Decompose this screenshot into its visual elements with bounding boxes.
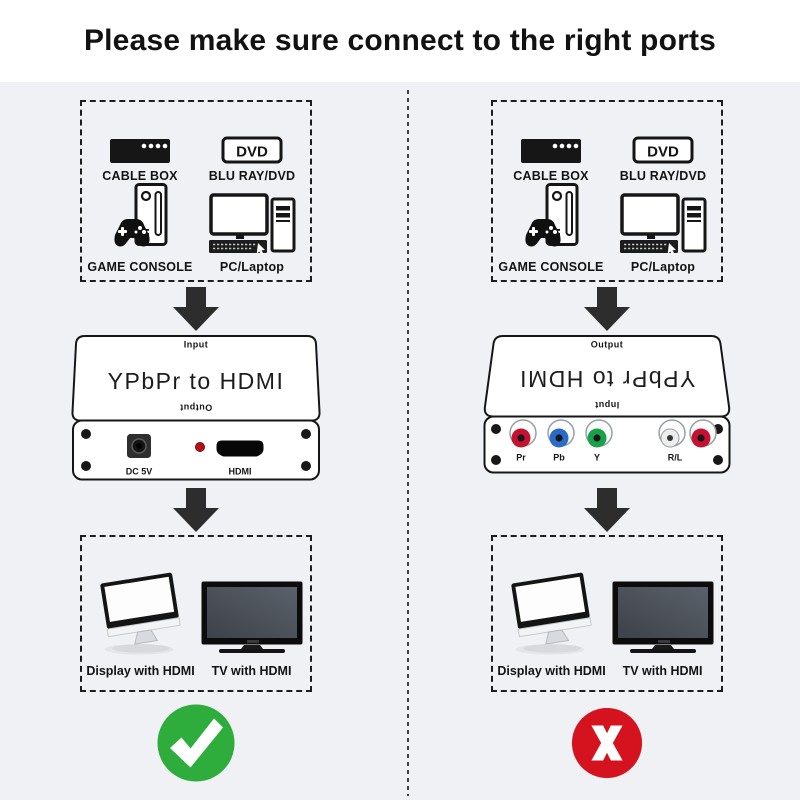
monitor-item: Display with HDMI: [496, 547, 607, 678]
correct-connection-column: CABLE BOX DVD BLU RAY/DVD: [30, 82, 362, 783]
verdict-correct: [156, 703, 236, 783]
screw: [491, 455, 501, 465]
screw: [301, 461, 311, 471]
port-label-pb: Pb: [553, 453, 565, 463]
converter-output-side-label: Output: [180, 403, 213, 413]
blu-ray-label: BLU RAY/DVD: [208, 169, 296, 183]
game-console-item: GAME CONSOLE: [84, 183, 196, 274]
content-area: CABLE BOX DVD BLU RAY/DVD: [0, 82, 800, 800]
cable-box-label: CABLE BOX: [102, 169, 178, 183]
pc-item: PC/Laptop: [607, 183, 719, 274]
display-devices-box: Display with HDMI TV with HDMI: [80, 535, 312, 692]
header: Please make sure connect to the right po…: [0, 0, 800, 82]
converter-name-upside-down: YPbPr to HDMI: [519, 366, 696, 392]
monitor-label: Display with HDMI: [497, 664, 606, 678]
converter-name: YPbPr to HDMI: [108, 368, 285, 394]
down-arrow-icon: [584, 488, 630, 532]
game-console-icon: [114, 183, 168, 247]
page-title: Please make sure connect to the right po…: [83, 24, 717, 57]
pc-icon: [620, 193, 707, 255]
gamepad-icon: [114, 219, 150, 247]
down-arrow-icon: [584, 287, 630, 331]
wrong-connection-column: CABLE BOX DVD BLU RAY/DVD: [441, 82, 773, 783]
screw: [491, 424, 501, 434]
source-devices-box: CABLE BOX DVD BLU RAY/DVD: [80, 100, 312, 282]
screw: [301, 429, 311, 439]
port-label-pr: Pr: [516, 453, 526, 463]
audio-port-left: [658, 419, 686, 448]
display-devices-box: Display with HDMI TV with HDMI: [491, 535, 723, 692]
screw: [81, 461, 91, 471]
tv-label: TV with HDMI: [622, 664, 703, 678]
dvd-player-icon: DVD: [632, 136, 694, 164]
cable-box-icon: [110, 139, 170, 163]
dc-label: DC 5V: [126, 467, 153, 477]
converter-input-side-label: Input: [184, 340, 209, 350]
down-arrow-icon: [173, 287, 219, 331]
power-led: [195, 442, 205, 452]
game-console-label: GAME CONSOLE: [87, 260, 193, 274]
dvd-item: DVD BLU RAY/DVD: [607, 110, 719, 183]
dc-power-jack: [127, 434, 151, 458]
port-label-rl: R/L: [668, 453, 683, 463]
converter-correct-orientation: Input YPbPr to HDMI Output DC 5V HDMI: [71, 335, 321, 481]
component-port-y: [585, 419, 613, 448]
monitor-label: Display with HDMI: [86, 664, 195, 678]
pc-item: PC/Laptop: [196, 183, 308, 274]
converter-input-side-label: Input: [595, 400, 620, 410]
cable-box-item: CABLE BOX: [495, 110, 607, 183]
hdmi-label: HDMI: [229, 467, 252, 477]
dvd-item: DVD BLU RAY/DVD: [196, 110, 308, 183]
cable-box-icon: [521, 139, 581, 163]
cable-box-item: CABLE BOX: [84, 110, 196, 183]
tv-item: TV with HDMI: [196, 547, 307, 678]
screw: [713, 455, 723, 465]
source-devices-box: CABLE BOX DVD BLU RAY/DVD: [491, 100, 723, 282]
svg-text:DVD: DVD: [647, 144, 679, 161]
converter-output-side-label: Output: [591, 340, 624, 350]
tv-icon: [612, 581, 713, 653]
imac-display-icon: [99, 572, 181, 655]
tv-icon: [201, 581, 302, 653]
pc-laptop-label: PC/Laptop: [219, 260, 285, 274]
tv-label: TV with HDMI: [211, 664, 292, 678]
dvd-player-icon: DVD: [221, 136, 283, 164]
svg-text:DVD: DVD: [236, 144, 268, 161]
gamepad-icon: [525, 219, 561, 247]
column-divider: [407, 90, 409, 796]
x-icon: [571, 707, 643, 779]
screw: [81, 429, 91, 439]
blu-ray-label: BLU RAY/DVD: [619, 169, 707, 183]
hdmi-port: [216, 440, 264, 457]
game-console-icon: [525, 183, 579, 247]
pc-laptop-label: PC/Laptop: [630, 260, 696, 274]
monitor-item: Display with HDMI: [85, 547, 196, 678]
check-icon: [157, 704, 235, 782]
cable-box-label: CABLE BOX: [513, 169, 589, 183]
pc-icon: [209, 193, 296, 255]
component-port-pr: [509, 419, 537, 448]
tv-item: TV with HDMI: [607, 547, 718, 678]
audio-port-right: [689, 419, 717, 448]
game-console-item: GAME CONSOLE: [495, 183, 607, 274]
component-port-pb: [547, 419, 575, 448]
port-label-y: Y: [594, 453, 600, 463]
verdict-wrong: [570, 703, 644, 783]
imac-display-icon: [510, 572, 592, 655]
converter-upside-down: Output YPbPr to HDMI Input: [483, 335, 731, 474]
game-console-label: GAME CONSOLE: [498, 260, 604, 274]
down-arrow-icon: [173, 488, 219, 532]
